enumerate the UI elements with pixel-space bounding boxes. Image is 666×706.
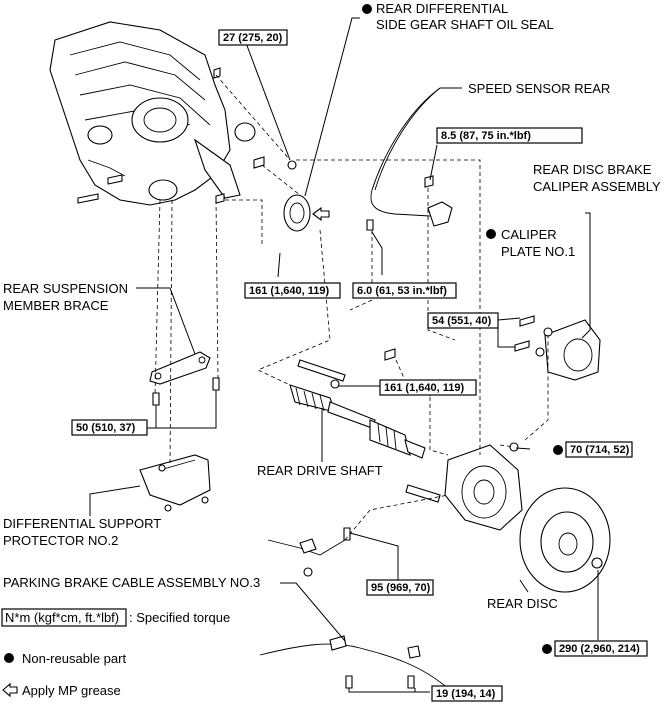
label-caliper-line1: REAR DISC BRAKE: [533, 162, 652, 177]
torque-box-290: [554, 640, 648, 657]
torque-value: 290 (2,960, 214): [559, 643, 640, 655]
disc-drawing: [519, 487, 611, 593]
drive-shaft-drawing: [289, 348, 426, 459]
label-protector-line1: DIFFERENTIAL SUPPORT: [3, 516, 161, 531]
legend-unit-text: : Specified torque: [129, 610, 230, 625]
legend-non-reusable: Non-reusable part: [22, 651, 126, 666]
torque-value: 70 (714, 52): [570, 444, 630, 456]
parking-cable-drawing: [259, 527, 451, 691]
torque-spec-boxes: 27 (275, 20) 8.5 (87, 75 in.*lbf) 161 (1…: [71, 29, 648, 702]
torque-value: 161 (1,640, 119): [249, 285, 329, 297]
speed-sensor-drawing: [366, 87, 453, 231]
label-rear-disc: REAR DISC: [487, 596, 558, 611]
label-caliper-plate-line2: PLATE NO.1: [501, 244, 575, 259]
assembly-guide-lines: [154, 74, 549, 541]
grease-arrow-icon: [312, 206, 330, 222]
torque-box-161-b: [379, 379, 477, 396]
non-reusable-legend-icon: [4, 653, 14, 663]
protector-drawing: [139, 454, 211, 512]
torque-box-54: [427, 312, 499, 329]
caliper-drawing: [514, 315, 601, 381]
torque-value: 6.0 (61, 53 in.*lbf): [357, 285, 447, 297]
label-protector-line2: PROTECTOR NO.2: [3, 533, 118, 548]
legend: N*m (kgf*cm, ft.*lbf) : Specified torque…: [1, 608, 230, 698]
torque-value: 54 (551, 40): [432, 315, 492, 327]
torque-box-6-0: [352, 282, 457, 299]
label-oil-seal-line1: REAR DIFFERENTIAL: [376, 1, 508, 16]
torque-value: 8.5 (87, 75 in.*lbf): [441, 130, 531, 142]
torque-value: 95 (969, 70): [371, 582, 431, 594]
torque-box-19: [431, 685, 503, 702]
label-brace-line2: MEMBER BRACE: [3, 298, 109, 313]
torque-box-27: [218, 29, 288, 46]
grease-legend-icon: [2, 682, 18, 698]
label-brace-line1: REAR SUSPENSION: [3, 281, 128, 296]
torque-value: 161 (1,640, 119): [384, 382, 464, 394]
non-reusable-bullet-icon: [362, 4, 372, 14]
label-parking-cable: PARKING BRAKE CABLE ASSEMBLY NO.3: [3, 575, 260, 590]
legend-grease: Apply MP grease: [22, 683, 121, 698]
label-oil-seal-line2: SIDE GEAR SHAFT OIL SEAL: [376, 17, 554, 32]
torque-value: 19 (194, 14): [436, 688, 496, 700]
part-labels: REAR DIFFERENTIAL SIDE GEAR SHAFT OIL SE…: [3, 1, 661, 611]
brace-drawing: [149, 351, 220, 406]
hub-drawing: [405, 442, 523, 531]
torque-value: 27 (275, 20): [223, 32, 283, 44]
torque-box-8-5: [436, 127, 583, 144]
leader-lines: [89, 17, 599, 693]
legend-unit-box: [1, 608, 127, 627]
label-caliper-plate-line1: CALIPER: [501, 227, 557, 242]
torque-box-161-a: [244, 282, 341, 299]
label-caliper-line2: CALIPER ASSEMBLY: [533, 179, 661, 194]
torque-box-50: [71, 419, 148, 436]
non-reusable-bullet-icon: [553, 445, 563, 455]
torque-box-70: [565, 441, 633, 458]
non-reusable-bullet-icon: [542, 644, 552, 654]
label-drive-shaft: REAR DRIVE SHAFT: [257, 463, 383, 478]
torque-box-95: [366, 579, 434, 596]
torque-value: 50 (510, 37): [76, 422, 136, 434]
label-speed-sensor: SPEED SENSOR REAR: [468, 81, 610, 96]
legend-unit-box-text: N*m (kgf*cm, ft.*lbf): [5, 610, 119, 625]
non-reusable-bullet-icon: [486, 229, 496, 239]
suspension-member-drawing: [49, 21, 297, 206]
oil-seal-drawing: [283, 194, 311, 232]
